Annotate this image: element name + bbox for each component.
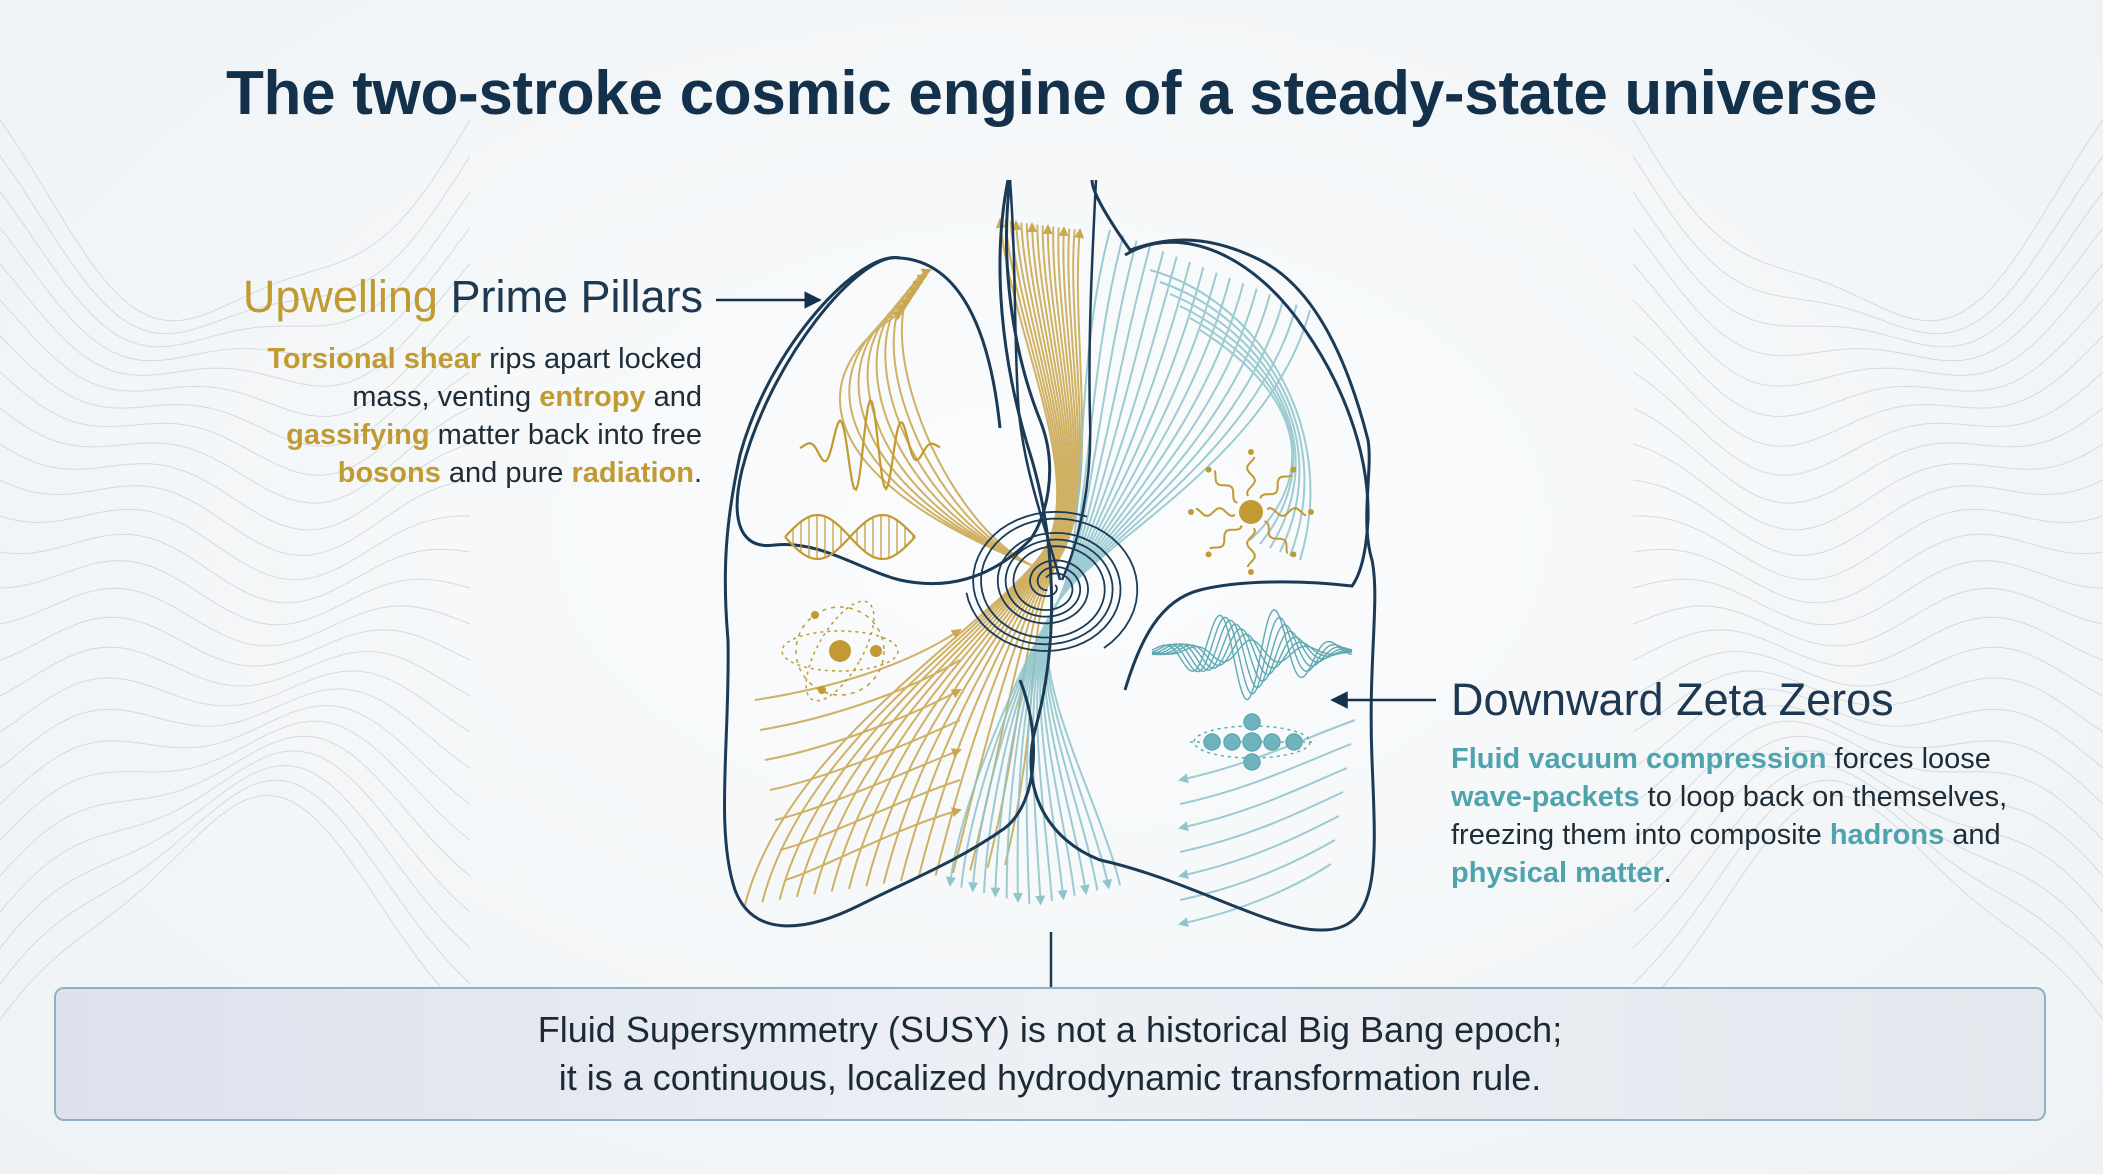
description-keyword: Torsional shear [267, 343, 482, 375]
interference-wave-icon [1151, 609, 1353, 701]
downward-streamlines [945, 229, 1356, 928]
description-keyword: Fluid vacuum compression [1451, 743, 1827, 775]
right-mesh-pattern [1632, 119, 2103, 1021]
downward-description: Fluid vacuum compression forces loose wa… [1451, 740, 2051, 892]
description-text: . [1663, 857, 1672, 889]
upwelling-heading: Upwelling Prime Pillars [243, 271, 703, 323]
description-keyword: physical matter [1451, 857, 1664, 889]
dna-helix-icon [784, 513, 916, 561]
summary-line-1: Fluid Supersymmetry (SUSY) is not a hist… [537, 1009, 1563, 1050]
description-keyword: hadrons [1829, 819, 1945, 851]
description-text: matter back into free [429, 419, 702, 451]
left-mesh-pattern [0, 119, 471, 1021]
vortex-outer-boundary-left [722, 256, 1035, 928]
upwelling-streamlines [744, 218, 1085, 906]
description-keyword: radiation [571, 457, 694, 489]
description-text: to loop back on themselves, freezing the… [1451, 781, 2008, 851]
description-text: and [645, 381, 702, 413]
radiant-particle-icon [1188, 449, 1314, 575]
upwelling-description: Torsional shear rips apart locked mass, … [250, 340, 702, 492]
summary-box: Fluid Supersymmetry (SUSY) is not a hist… [54, 987, 2046, 1121]
upwelling-heading-rest: Prime Pillars [437, 271, 703, 322]
description-keyword: entropy [539, 381, 646, 413]
atom-icon [781, 600, 899, 702]
description-text: forces loose [1826, 743, 1991, 775]
description-text: . [693, 457, 702, 489]
wave-packet-icon [799, 398, 941, 492]
vortex-outer-boundary [998, 179, 1377, 932]
description-keyword: gassifying [286, 419, 430, 451]
central-vortex [965, 510, 1139, 652]
vortex-outer-boundary-right [1123, 240, 1370, 691]
description-text: and pure [440, 457, 572, 489]
upwelling-heading-accent: Upwelling [242, 271, 438, 322]
downward-heading: Downward Zeta Zeros [1451, 674, 1894, 725]
description-keyword: bosons [337, 457, 441, 489]
description-keyword: wave-packets [1451, 781, 1640, 813]
hadron-cluster-icon [1190, 713, 1314, 771]
description-text: and [1944, 819, 2001, 851]
page-title: The two-stroke cosmic engine of a steady… [225, 59, 1878, 128]
summary-line-2: it is a continuous, localized hydrodynam… [558, 1057, 1542, 1098]
description-text: rips apart locked mass, venting [352, 343, 702, 413]
central-chimney-right [1060, 179, 1098, 581]
